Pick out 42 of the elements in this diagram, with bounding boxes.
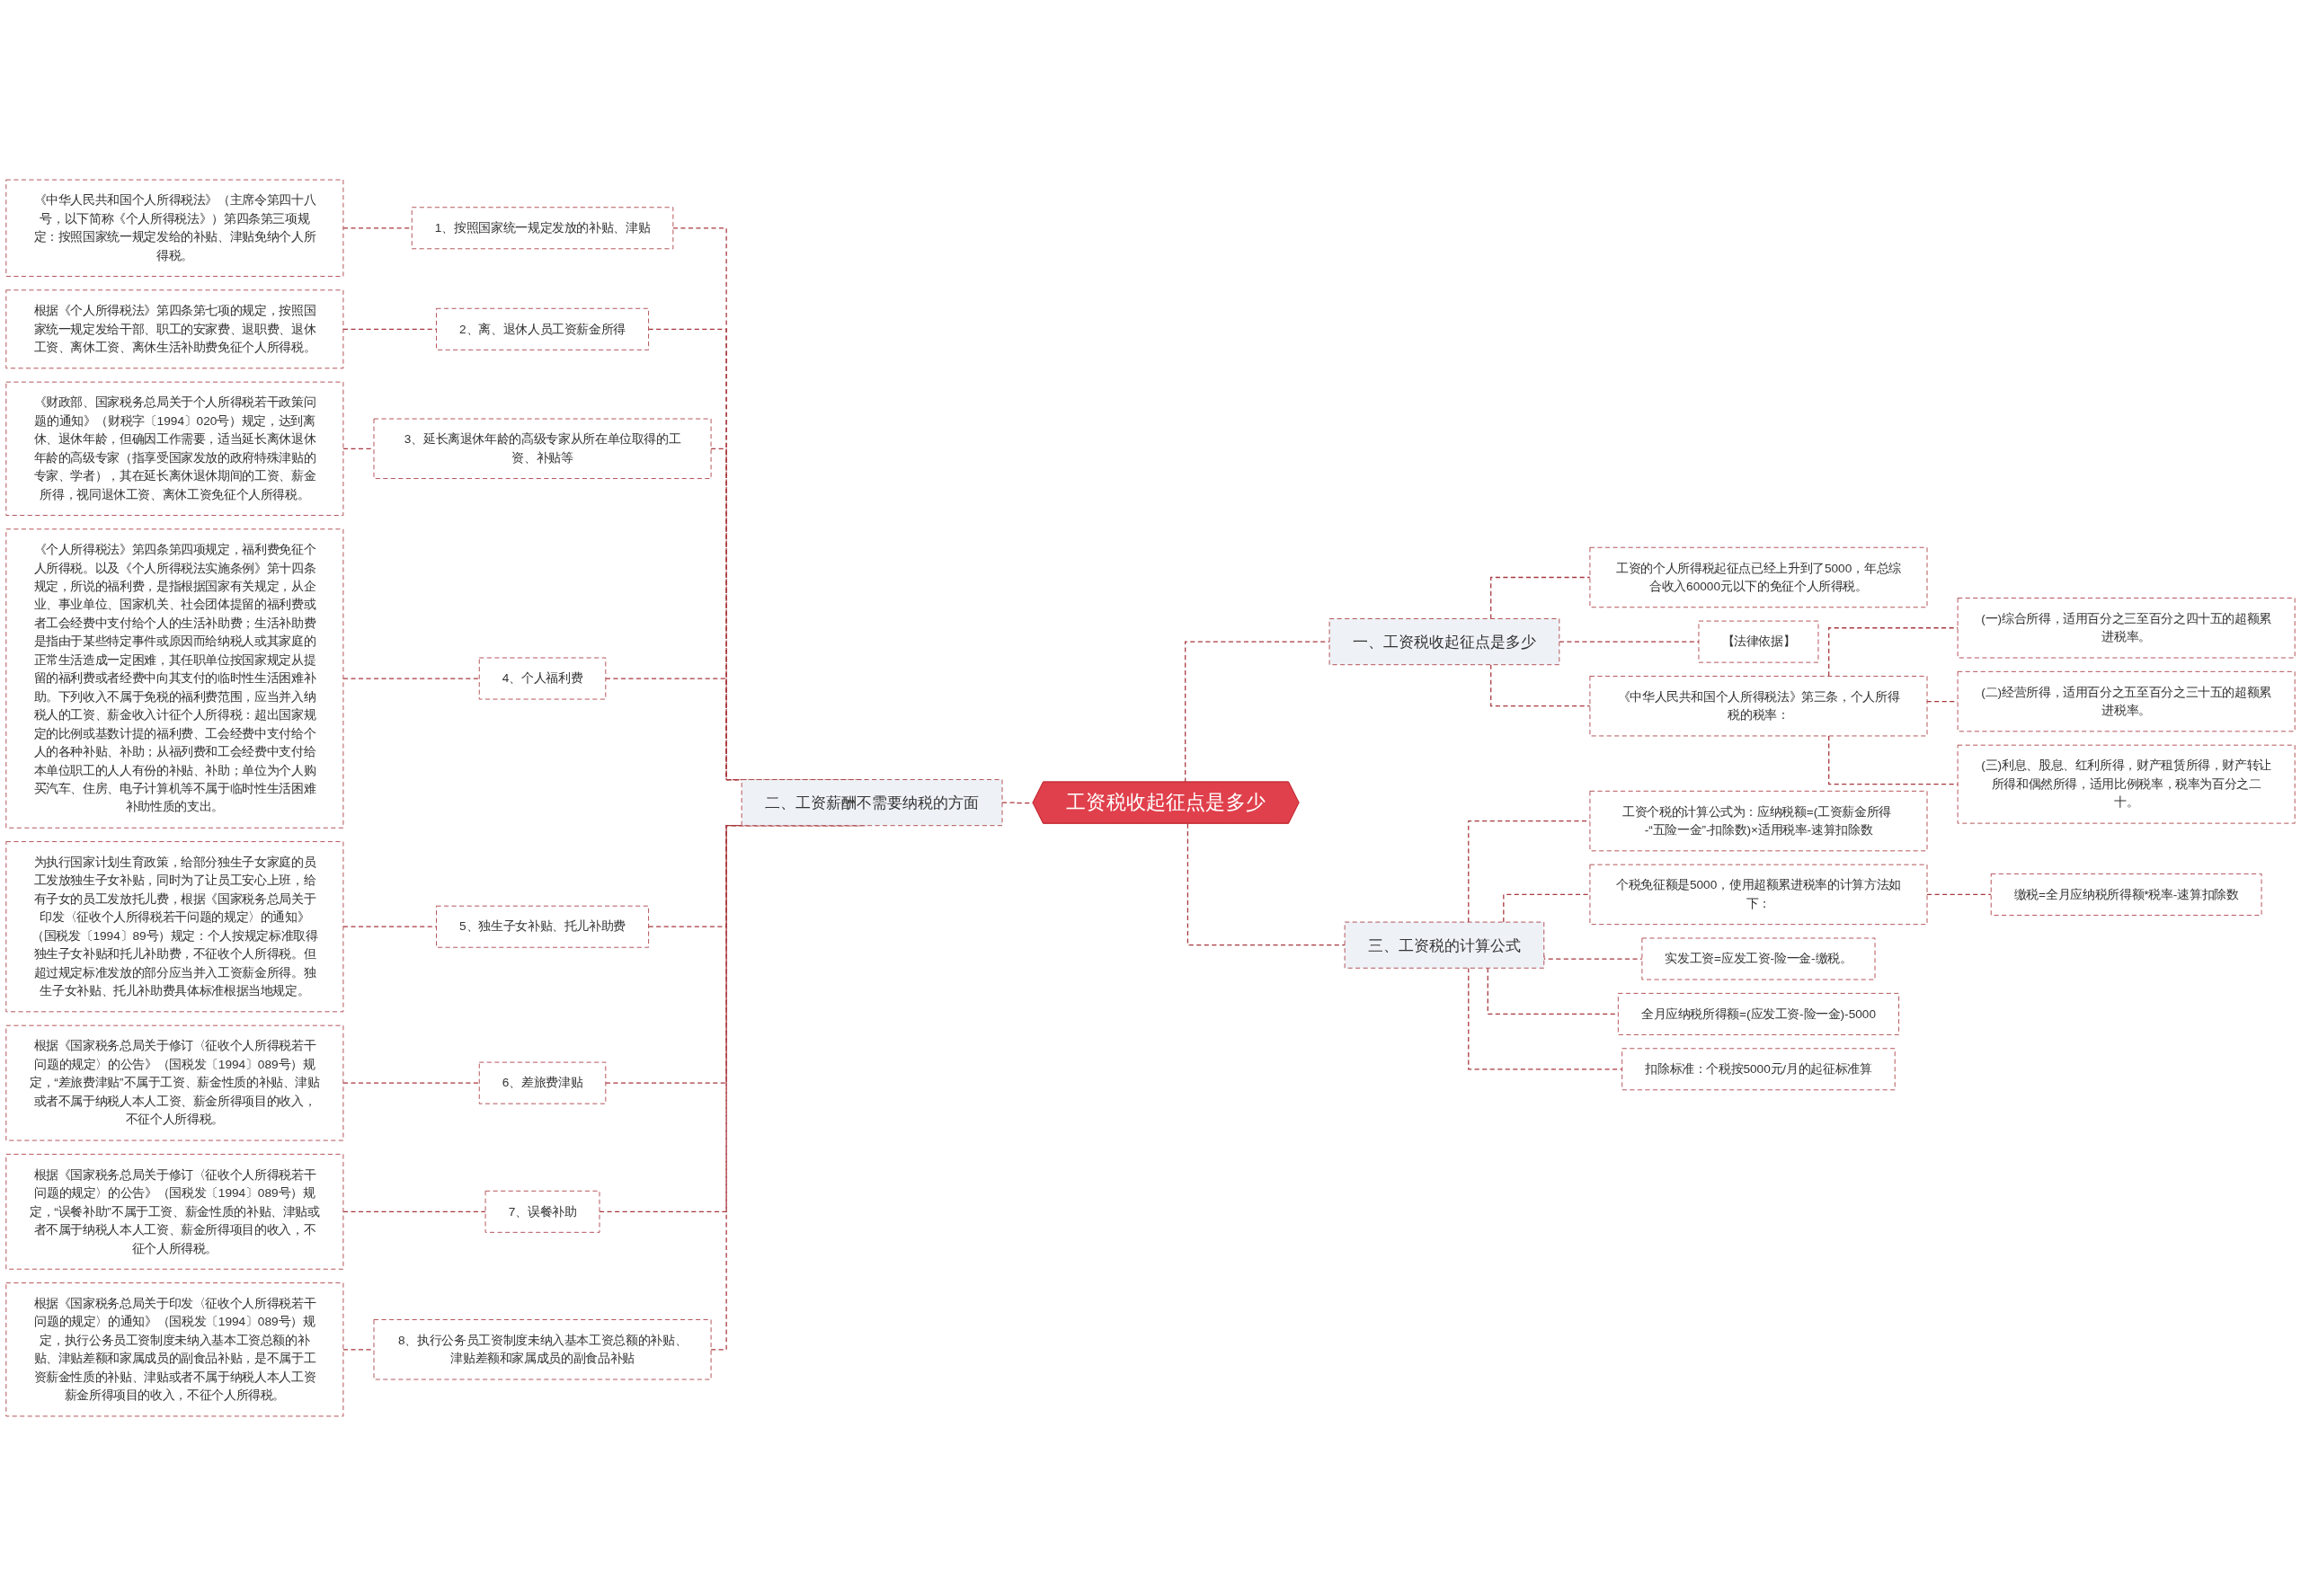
connector bbox=[342, 1082, 480, 1084]
node-box: 3、延长离退休年龄的高级专家从所在单位取得的工资、补贴等 bbox=[373, 418, 712, 479]
connector bbox=[342, 1210, 486, 1212]
node-box: 个税免征额是5000，使用超额累进税率的计算方法如下： bbox=[1589, 864, 1928, 926]
node-box: 《中华人民共和国个人所得税法》第三条，个人所得税的税率： bbox=[1589, 676, 1928, 737]
node-box: 根据《国家税务总局关于印发〈征收个人所得税若干问题的规定〉的通知》（国税发〔1994〕089号）规定，执行公务员工资制度未纳入基本工资总额的补贴、津贴差额和家属成员的副食品补贴，是不属于工资薪金性质的补贴、津贴或者不属于纳税人本人工资薪金所得项目的收入，不征个人所得税。 bbox=[5, 1282, 344, 1417]
node-box: 根据《个人所得税法》第四条第七项的规定，按照国家统一规定发给干部、职工的安家费、退职费、退休工资、离休工资、离休生活补助费免征个人所得税。 bbox=[5, 289, 344, 369]
connector bbox=[1503, 893, 1591, 923]
node-box: 工资的个人所得税起征点已经上升到了5000，年总综合收入60000元以下的免征个人所得税。 bbox=[1589, 546, 1928, 608]
node-box: (二)经营所得，适用百分之五至百分之三十五的超额累进税率。 bbox=[1957, 670, 2296, 732]
node-box: 8、执行公务员工资制度未纳入基本工资总额的补贴、津贴差额和家属成员的副食品补贴 bbox=[373, 1319, 712, 1380]
node-box: 根据《国家税务总局关于修订〈征收个人所得税若干问题的规定〉的公告》（国税发〔1994〕089号）规定，“差旅费津贴”不属于工资、薪金性质的补贴、津贴或者不属于纳税人本人工资、薪金所得项目的收入，不征个人所得税。 bbox=[5, 1024, 344, 1141]
node-box: 为执行国家计划生育政策，给部分独生子女家庭的员工发放独生子女补贴，同时为了让员工安心上班，给有子女的员工发放托儿费，根据《国家税务总局关于印发〈征收个人所得税若干问题的规定〉的通知》（国税发〔1994〕89号）规定：个人按规定标准取得独生子女补贴和托儿补助费，不征收个人所得税。但超过规定标准发放的部分应当并入工资薪金所得。独生子女补贴、托儿补助费具体标准根据当地规定。 bbox=[5, 841, 344, 1013]
node-box: 根据《国家税务总局关于修订〈征收个人所得税若干问题的规定〉的公告》（国税发〔1994〕089号）规定，“误餐补助”不属于工资、薪金性质的补贴、津贴或者不属于纳税人本人工资、薪金所得项目的收入，不征个人所得税。 bbox=[5, 1153, 344, 1270]
node-box: 1、按照国家统一规定发放的补贴、津贴 bbox=[411, 207, 674, 250]
node-box: 三、工资税的计算公式 bbox=[1344, 921, 1545, 969]
node-box: 实发工资=应发工资-险一金-缴税。 bbox=[1641, 937, 1876, 980]
node-box: 工资个税的计算公式为：应纳税额=(工资薪金所得 -“五险一金”-扣除数)×适用税率-速算扣除数 bbox=[1589, 790, 1928, 852]
node-box: 二、工资薪酬不需要纳税的方面 bbox=[741, 779, 1003, 827]
node-box: 缴税=全月应纳税所得额*税率-速算扣除数 bbox=[1990, 873, 2262, 916]
connector bbox=[342, 678, 480, 679]
connector bbox=[1185, 641, 1330, 784]
connector bbox=[1490, 664, 1591, 707]
node-box: 《财政部、国家税务总局关于个人所得税若干政策问题的通知》（财税字〔1994〕020号）规定，达到离休、退休年龄，但确因工作需要，适当延长离休退休年龄的高级专家（指享受国家发放的政府特殊津贴的专家、学者），其在延长离休退休期间的工资、薪金所得，视同退休工资、离休工资免征个人所得税。 bbox=[5, 381, 344, 516]
connector bbox=[1490, 576, 1591, 620]
node-box: 6、差旅费津贴 bbox=[478, 1061, 607, 1104]
node-box: (三)利息、股息、红利所得，财产租赁所得，财产转让所得和偶然所得，适用比例税率，税率为百分之二十。 bbox=[1957, 744, 2296, 824]
node-box: 4、个人福利费 bbox=[478, 657, 607, 700]
node-box: 2、离、退休人员工资薪金所得 bbox=[436, 307, 649, 350]
node-box: 全月应纳税所得额=(应发工资-险一金)-5000 bbox=[1617, 992, 1899, 1035]
connector bbox=[1926, 893, 1992, 896]
node-box: 扣除标准：个税按5000元/月的起征标准算 bbox=[1621, 1048, 1896, 1091]
node-box: 《个人所得税法》第四条第四项规定，福利费免征个人所得税。以及《个人所得税法实施条例》第十四条规定，所说的福利费，是指根据国家有关规定，从企业、事业单位、国家机关、社会团体提留的福利费或者工会经费中支付给个人的生活补助费；生活补助费是指由于某些特定事件或原因而给纳税人或其家庭的正常生活造成一定困难，其任职单位按国家规定从提留的福利费或者经费中向其支付的临时性生活困难补助。下列收入不属于免税的福利费范围，应当并入纳税人的工资、薪金收入计征个人所得税：超出国家规定的比例或基数计提的福利费、工会经费中支付给个人的各种补贴、补助；从福列费和工会经费中支付给本单位职工的人人有份的补贴、补助；单位为个人购买汽车、住房、电子计算机等不属于临时性生活困难补助性质的支出。 bbox=[5, 528, 344, 829]
node-box: 5、独生子女补贴、托儿补助费 bbox=[436, 905, 649, 948]
connector bbox=[1468, 820, 1591, 923]
node-box: 《中华人民共和国个人所得税法》（主席令第四十八号，以下简称《个人所得税法》）第四条第三项规定：按照国家统一规定发给的补贴、津贴免纳个人所得税。 bbox=[5, 179, 344, 277]
node-box: 【法律依据】 bbox=[1698, 620, 1819, 663]
connector bbox=[342, 227, 413, 229]
node-box: 一、工资税收起征点是多少 bbox=[1328, 618, 1560, 666]
node-box: (一)综合所得，适用百分之三至百分之四十五的超额累进税率。 bbox=[1957, 598, 2296, 659]
node-box: 7、误餐补助 bbox=[484, 1190, 600, 1233]
connector bbox=[1468, 967, 1623, 1070]
